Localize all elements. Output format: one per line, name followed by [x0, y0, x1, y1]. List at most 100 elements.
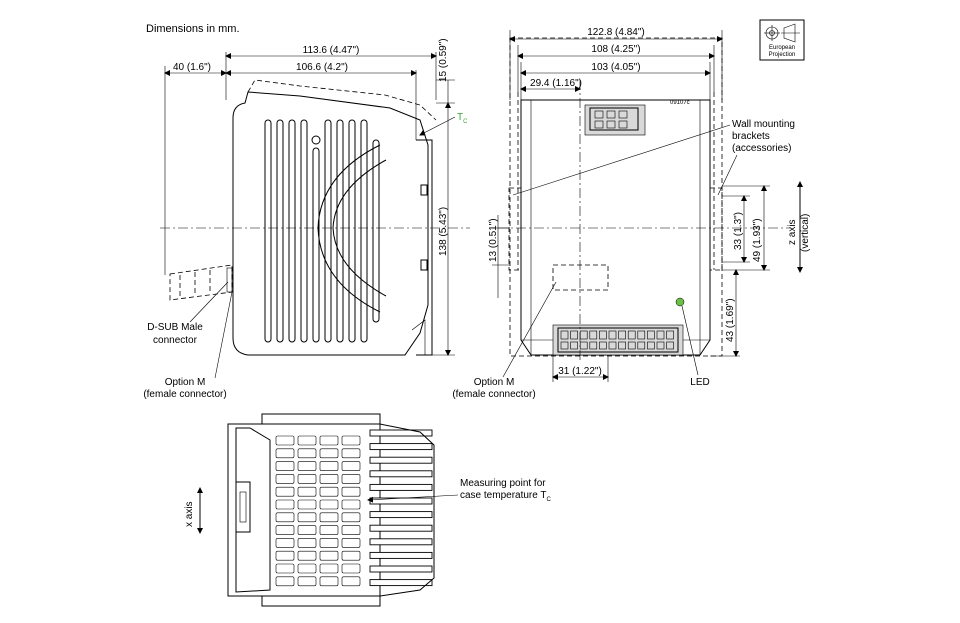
terminal-cell — [599, 330, 607, 340]
dim-29-4: 29.4 (1.16") — [530, 78, 582, 89]
side-view: TC 113.6 (4.47") 106.6 (4.2") 40 (1.6") … — [143, 38, 470, 400]
dim-43: 43 (1.69") — [725, 298, 736, 342]
top-vent-cell — [275, 486, 295, 497]
dsub-label-2: connector — [153, 335, 198, 346]
terminal-cell — [560, 330, 569, 340]
wall-bracket-label-3: (accessories) — [732, 143, 791, 154]
wall-bracket-label-2: brackets — [732, 131, 770, 142]
front-option-m-hidden — [552, 264, 609, 291]
top-vent-cell — [319, 435, 339, 446]
x-axis-label: x axis — [184, 501, 195, 527]
terminal-cell — [608, 330, 617, 340]
top-fin — [369, 511, 433, 519]
top-vent-cell — [297, 461, 317, 471]
top-vent-cell — [319, 550, 339, 561]
terminal-cell — [570, 330, 578, 340]
wall-bracket-leader-right — [717, 154, 738, 196]
top-fin — [369, 443, 433, 451]
top-vent-cell — [319, 474, 339, 484]
top-vent-cell — [297, 486, 317, 497]
dim-108: 108 (4.25") — [591, 44, 640, 55]
top-vent-cell — [275, 461, 295, 471]
top-vent-cell — [275, 448, 295, 459]
top-fin — [369, 565, 433, 573]
top-vent-cell — [341, 461, 361, 471]
side-hidden-outline — [247, 79, 437, 121]
terminal-cell — [608, 341, 617, 350]
top-vent-cell — [341, 448, 361, 459]
terminal-cell — [589, 341, 598, 350]
terminal-cell — [618, 330, 626, 340]
top-side-clip — [235, 481, 251, 533]
top-vent-cell — [341, 576, 361, 587]
top-fin — [369, 524, 433, 532]
projection-label-2: Projection — [769, 52, 796, 58]
option-m-mid-label-1: Option M — [474, 377, 515, 388]
top-vent-cell — [297, 576, 317, 587]
top-vent-cell — [341, 474, 361, 484]
top-fin — [369, 551, 433, 559]
top-vent-cell — [341, 499, 361, 510]
side-rail — [416, 139, 433, 356]
projection-label-1: European — [769, 45, 795, 51]
top-body — [227, 423, 381, 597]
reference-code: 09107c — [670, 100, 690, 106]
led-leader — [681, 305, 699, 376]
top-vent-cell — [275, 474, 295, 484]
top-vent-cell — [341, 538, 361, 548]
wall-bracket-label-1: Wall mounting — [732, 119, 795, 130]
z-axis-label-1: z axis — [787, 219, 798, 245]
dsub-label-1: D-SUB Male — [147, 322, 203, 333]
measuring-point-label-2: case temperature TC — [460, 490, 552, 503]
terminal-cell — [637, 330, 646, 340]
front-view: 09107c 122.8 (4.84") 108 (4.25") 103 (4.… — [452, 27, 811, 400]
european-projection-symbol: European Projection — [759, 19, 805, 61]
top-vent-cell — [319, 499, 339, 510]
top-vent-cell — [341, 525, 361, 535]
led-indicator — [675, 297, 685, 307]
top-vent-cell — [319, 448, 339, 459]
top-vent-cell — [297, 512, 317, 523]
terminal-cell — [599, 341, 607, 350]
wall-bracket-leader-left — [512, 124, 731, 196]
top-vent-cell — [319, 486, 339, 497]
top-vent-cell — [275, 435, 295, 446]
dim-138: 138 (5.43") — [438, 207, 449, 256]
top-vent-grid — [275, 435, 361, 587]
dsub-connector — [169, 264, 233, 301]
front-top-connector — [584, 104, 646, 136]
drawing-title: Dimensions in mm. — [146, 23, 240, 35]
top-vent-cell — [275, 512, 295, 523]
top-vent-cell — [275, 550, 295, 561]
front-bracket-right — [709, 187, 723, 271]
side-screw-hole — [311, 135, 321, 145]
terminal-cell — [560, 341, 569, 350]
front-bracket-left — [508, 187, 522, 271]
dim-31: 31 (1.22") — [558, 366, 602, 377]
top-vent-cell — [297, 525, 317, 535]
terminal-cell — [627, 341, 636, 350]
terminal-cell — [570, 341, 578, 350]
top-vent-cell — [319, 512, 339, 523]
side-clip-upper — [420, 184, 428, 196]
terminal-cell — [666, 341, 674, 350]
top-view: x axis Measuring point for case temperat… — [184, 413, 552, 607]
dim-40: 40 (1.6") — [173, 62, 211, 73]
measuring-point-label-1: Measuring point for — [460, 478, 546, 489]
top-rail-upper — [261, 413, 381, 425]
top-fin — [369, 429, 433, 437]
top-vent-cell — [275, 576, 295, 587]
top-vent-cell — [275, 499, 295, 510]
dim-103: 103 (4.05") — [591, 62, 640, 73]
option-m-left-leader — [214, 291, 233, 379]
side-foot — [411, 319, 426, 355]
side-arc-inner — [332, 159, 387, 297]
top-fin — [369, 579, 433, 587]
dim-122-8: 122.8 (4.84") — [587, 27, 644, 38]
top-fin — [369, 456, 433, 464]
top-vent-cell — [297, 499, 317, 510]
top-vent-cell — [297, 435, 317, 446]
top-vent-cell — [341, 435, 361, 446]
top-vent-cell — [297, 538, 317, 548]
